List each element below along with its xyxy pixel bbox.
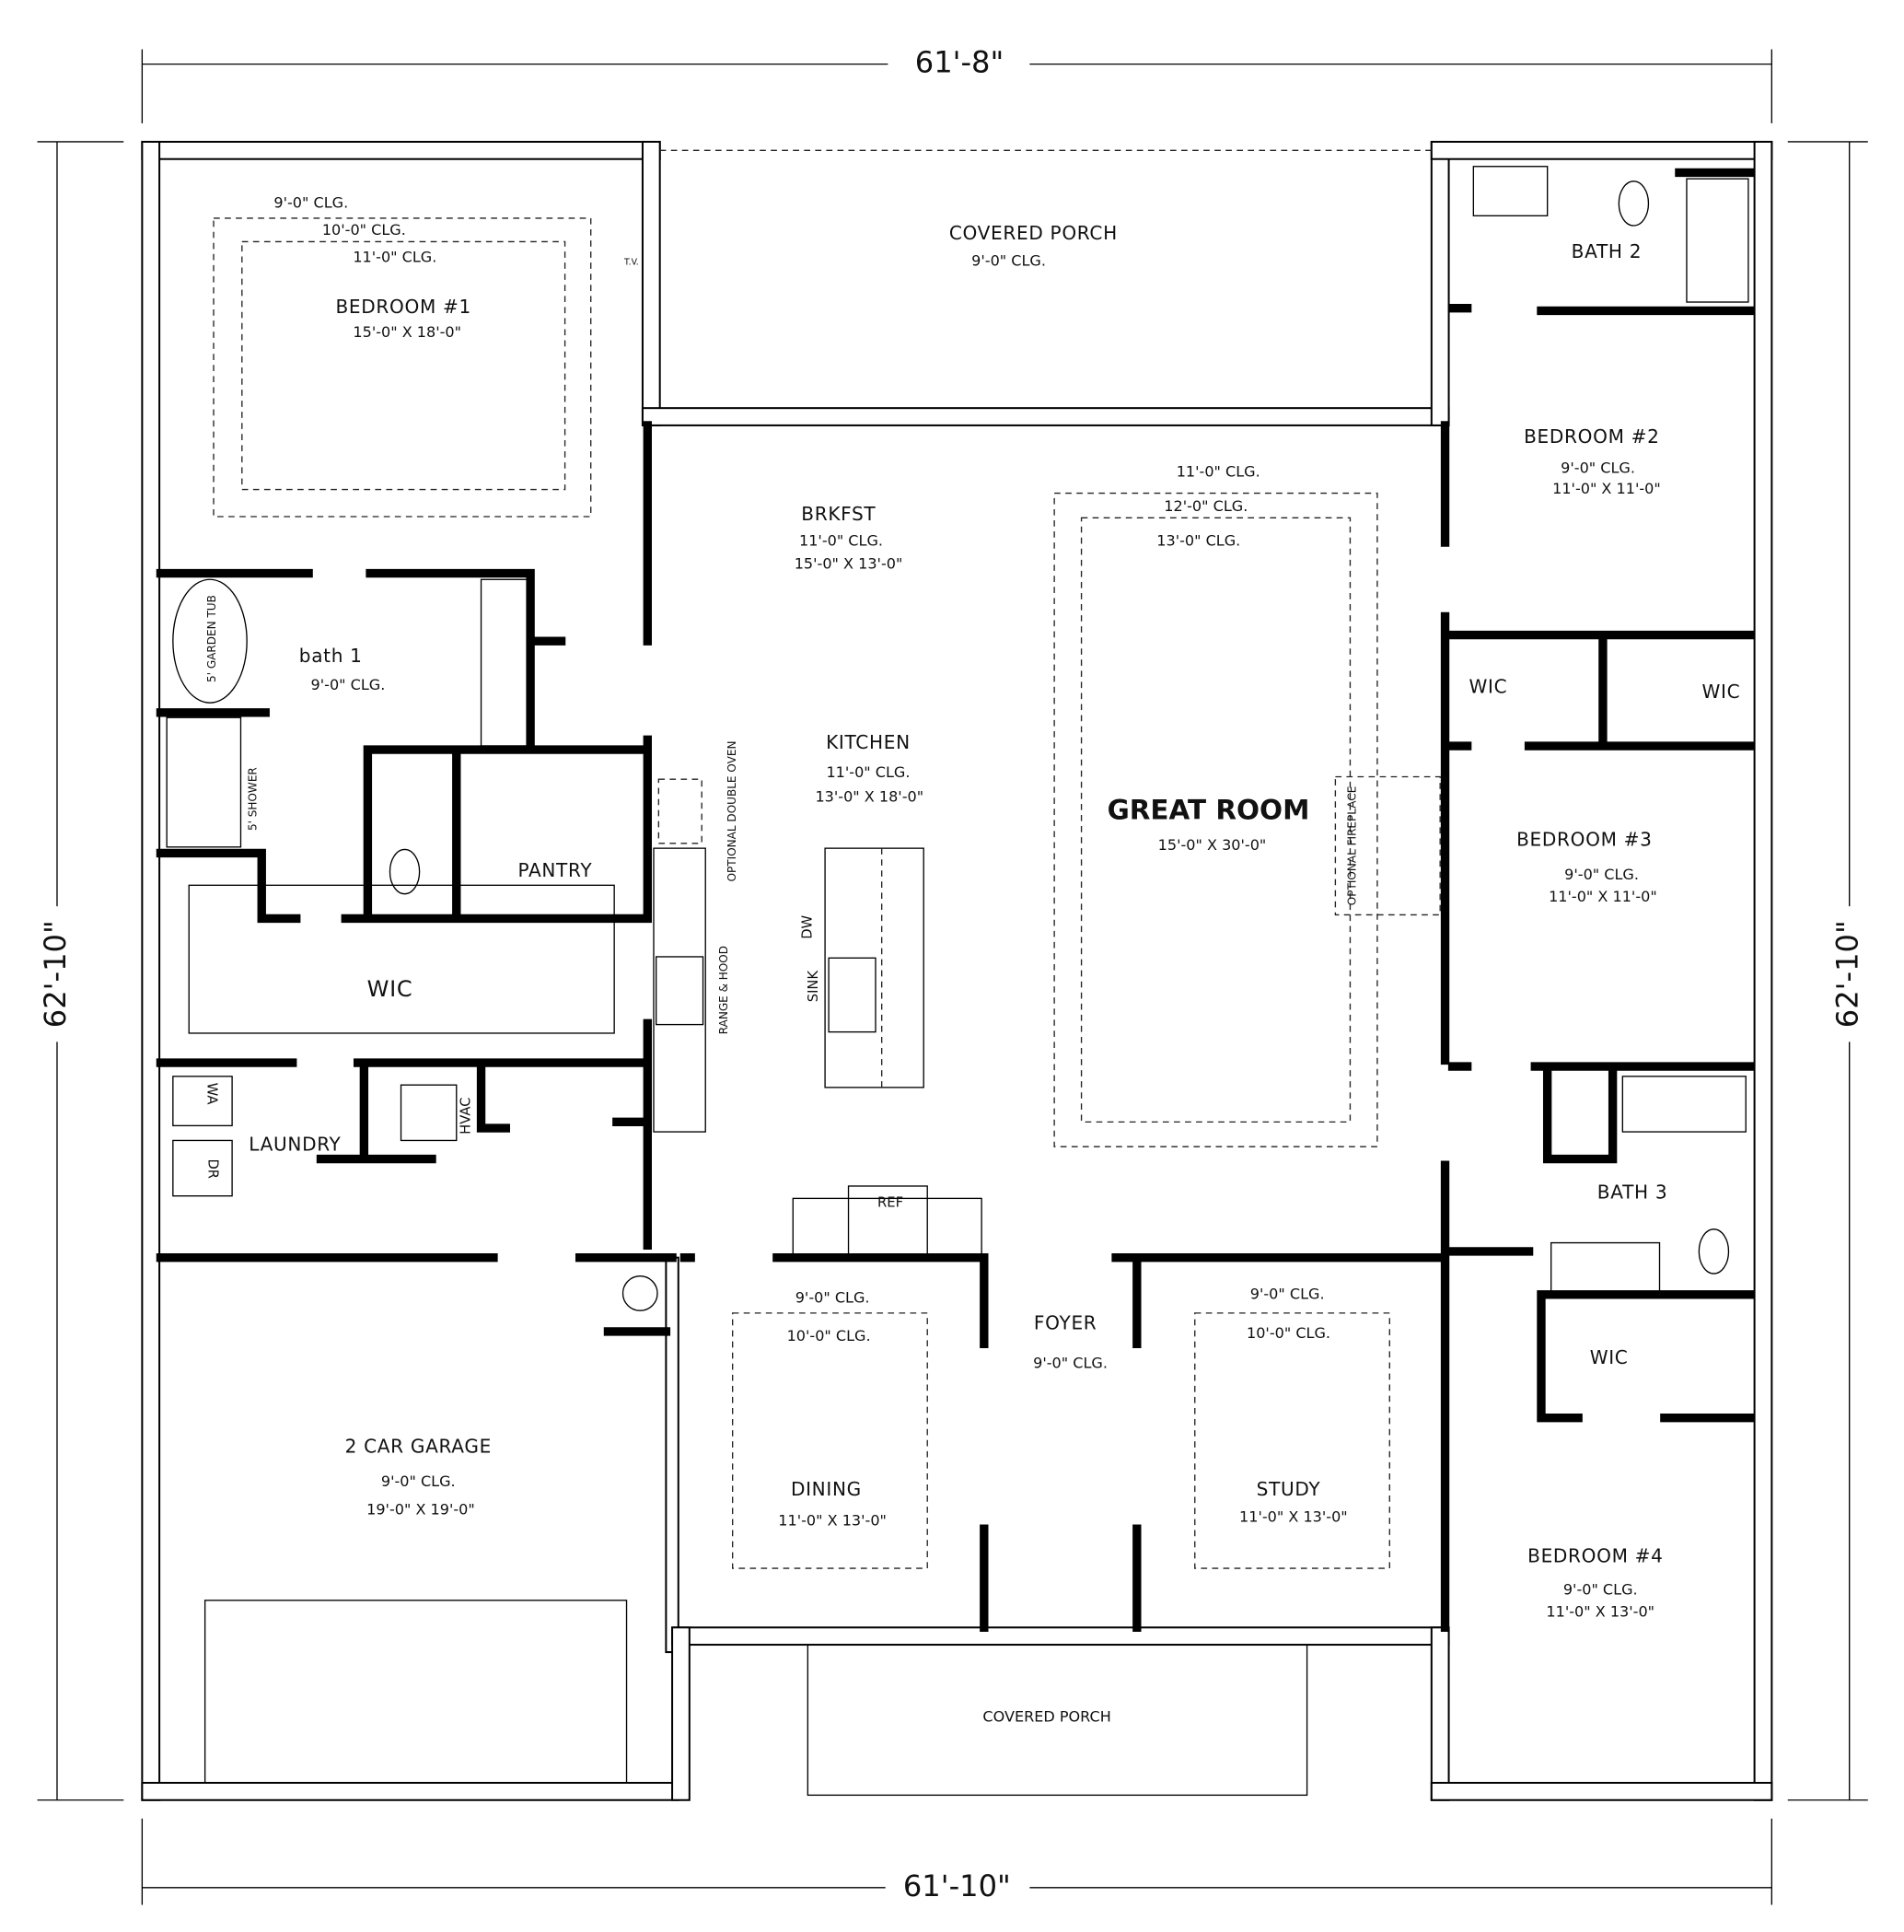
room-size: 13'-0" X 18'-0"	[815, 788, 923, 806]
dishwasher-label: DW	[799, 914, 815, 938]
room-label-wic: WIC	[1469, 676, 1507, 698]
ceiling-label: 11'-0" CLG.	[353, 248, 436, 265]
ceiling-label: 9'-0" CLG.	[381, 1472, 456, 1490]
room-label-bath-3: BATH 3	[1597, 1181, 1668, 1204]
room-label-wic: WIC	[1702, 681, 1741, 703]
range-hood-label: RANGE & HOOD	[717, 946, 730, 1034]
room-label-great-room: GREAT ROOM	[1108, 794, 1310, 825]
interior-walls	[156, 168, 1756, 1632]
room-size: 11'-0" X 11'-0"	[1552, 480, 1661, 497]
ceiling-label: 10'-0" CLG.	[787, 1327, 871, 1344]
room-label-kitchen: KITCHEN	[826, 731, 911, 753]
room-label-foyer: FOYER	[1034, 1311, 1097, 1333]
ceiling-label: 11'-0" CLG.	[1177, 462, 1260, 480]
room-label-bedroom-1: BEDROOM #1	[335, 296, 470, 318]
ceiling-label: 9'-0" CLG.	[1033, 1354, 1108, 1371]
room-label-laundry: LAUNDRY	[249, 1133, 341, 1155]
exterior-walls	[141, 140, 1773, 1801]
hvac-label: HVAC	[458, 1098, 473, 1135]
room-size: 15'-0" X 13'-0"	[795, 555, 903, 573]
room-size: 11'-0" X 13'-0"	[1239, 1508, 1348, 1526]
shower-label: 5' SHOWER	[246, 767, 259, 831]
room-size: 15'-0" X 30'-0"	[1158, 836, 1267, 854]
ceiling-label: 11'-0" CLG.	[826, 763, 910, 781]
room-label-wic-master: WIC	[367, 976, 413, 1002]
room-label-bath-1: bath 1	[299, 645, 363, 667]
room-label-pantry: PANTRY	[517, 859, 592, 881]
tv-label: T.V.	[623, 258, 639, 268]
ceiling-label: 9'-0" CLG.	[1561, 459, 1635, 476]
room-label-bedroom-3: BEDROOM #3	[1516, 829, 1652, 851]
room-label-study: STUDY	[1257, 1478, 1321, 1500]
room-label-covered-porch-rear: COVERED PORCH	[949, 222, 1118, 244]
dimension-top: 61'-8"	[915, 45, 1004, 80]
dimension-lines	[37, 49, 1868, 1905]
room-label-garage: 2 CAR GARAGE	[345, 1435, 492, 1457]
room-size: 19'-0" X 19'-0"	[366, 1501, 475, 1519]
room-size: 11'-0" X 13'-0"	[778, 1512, 887, 1530]
room-size: 15'-0" X 18'-0"	[353, 323, 461, 341]
fireplace-label: OPTIONAL FIREPLACE	[1346, 786, 1359, 906]
room-label-wic: WIC	[1590, 1346, 1629, 1368]
garden-tub-label: 5' GARDEN TUB	[205, 595, 218, 682]
kitchen-cabinets	[188, 778, 982, 1259]
room-label-bedroom-2: BEDROOM #2	[1524, 425, 1659, 448]
room-label-bedroom-4: BEDROOM #4	[1527, 1544, 1663, 1566]
room-label-dining: DINING	[791, 1478, 862, 1500]
washer-label: WA	[203, 1083, 219, 1105]
dryer-label: DR	[205, 1158, 221, 1179]
double-oven-label: OPTIONAL DOUBLE OVEN	[726, 741, 738, 882]
ceiling-label: 9'-0" CLG.	[1250, 1285, 1325, 1302]
room-label-covered-porch-front: COVERED PORCH	[982, 1708, 1110, 1726]
refrigerator-label: REF	[877, 1195, 903, 1211]
room-size: 11'-0" X 11'-0"	[1549, 888, 1657, 905]
dimension-bottom: 61'-10"	[903, 1868, 1011, 1903]
room-label-bath-2: BATH 2	[1572, 240, 1642, 262]
room-label-brkfst: BRKFST	[801, 503, 876, 525]
ceiling-label: 13'-0" CLG.	[1156, 531, 1240, 549]
bath-fixtures	[166, 166, 1749, 1311]
sink-label: SINK	[806, 971, 821, 1003]
ceiling-label: 9'-0" CLG.	[971, 251, 1046, 269]
ceiling-label: 12'-0" CLG.	[1164, 497, 1248, 515]
ceiling-label: 9'-0" CLG.	[1563, 1581, 1638, 1599]
ceiling-label: 9'-0" CLG.	[1564, 866, 1639, 883]
ceiling-label: 10'-0" CLG.	[1247, 1324, 1330, 1342]
ceiling-label: 11'-0" CLG.	[799, 531, 883, 549]
ceiling-label: 9'-0" CLG.	[311, 676, 386, 693]
ceiling-label: 9'-0" CLG.	[273, 193, 348, 211]
dimension-right: 62'-10"	[1830, 920, 1865, 1028]
dimension-left: 62'-10"	[38, 920, 73, 1028]
ceiling-label: 9'-0" CLG.	[795, 1288, 870, 1306]
ceiling-label: 10'-0" CLG.	[322, 221, 406, 239]
room-size: 11'-0" X 13'-0"	[1546, 1603, 1654, 1621]
